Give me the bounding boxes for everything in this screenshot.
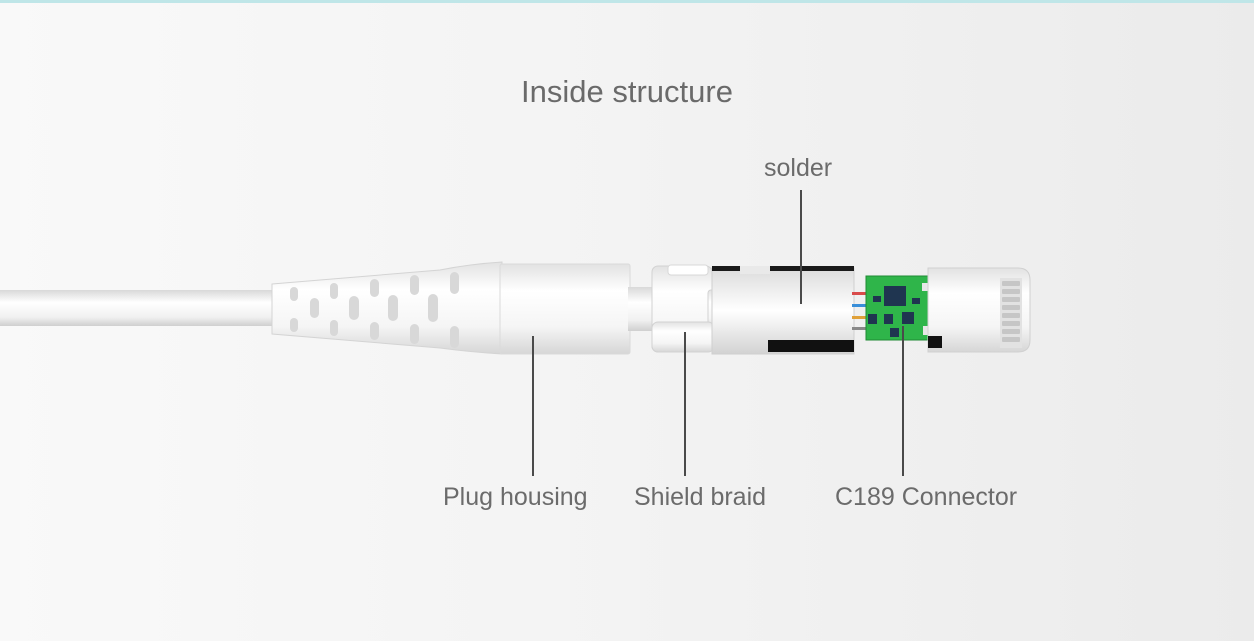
- page-title: Inside structure: [521, 74, 733, 109]
- solder-shell: [711, 266, 855, 355]
- leader-line-connector: [902, 326, 904, 476]
- cable: [0, 290, 285, 326]
- label-solder: solder: [764, 154, 833, 182]
- wires: [852, 292, 870, 330]
- leader-line-solder: [800, 190, 802, 304]
- label-plug-housing: Plug housing: [443, 483, 588, 511]
- strain-relief-grooves: [290, 272, 459, 348]
- label-shield-braid: Shield braid: [634, 483, 767, 511]
- leader-line-shield-braid: [684, 332, 686, 476]
- connector-tip: [927, 267, 1031, 353]
- strain-relief: [271, 261, 503, 355]
- top-accent-strip: [0, 0, 1254, 3]
- label-c189-connector: C189 Connector: [835, 483, 1018, 511]
- plug-housing: [499, 263, 631, 355]
- leader-line-plug-housing: [532, 336, 534, 476]
